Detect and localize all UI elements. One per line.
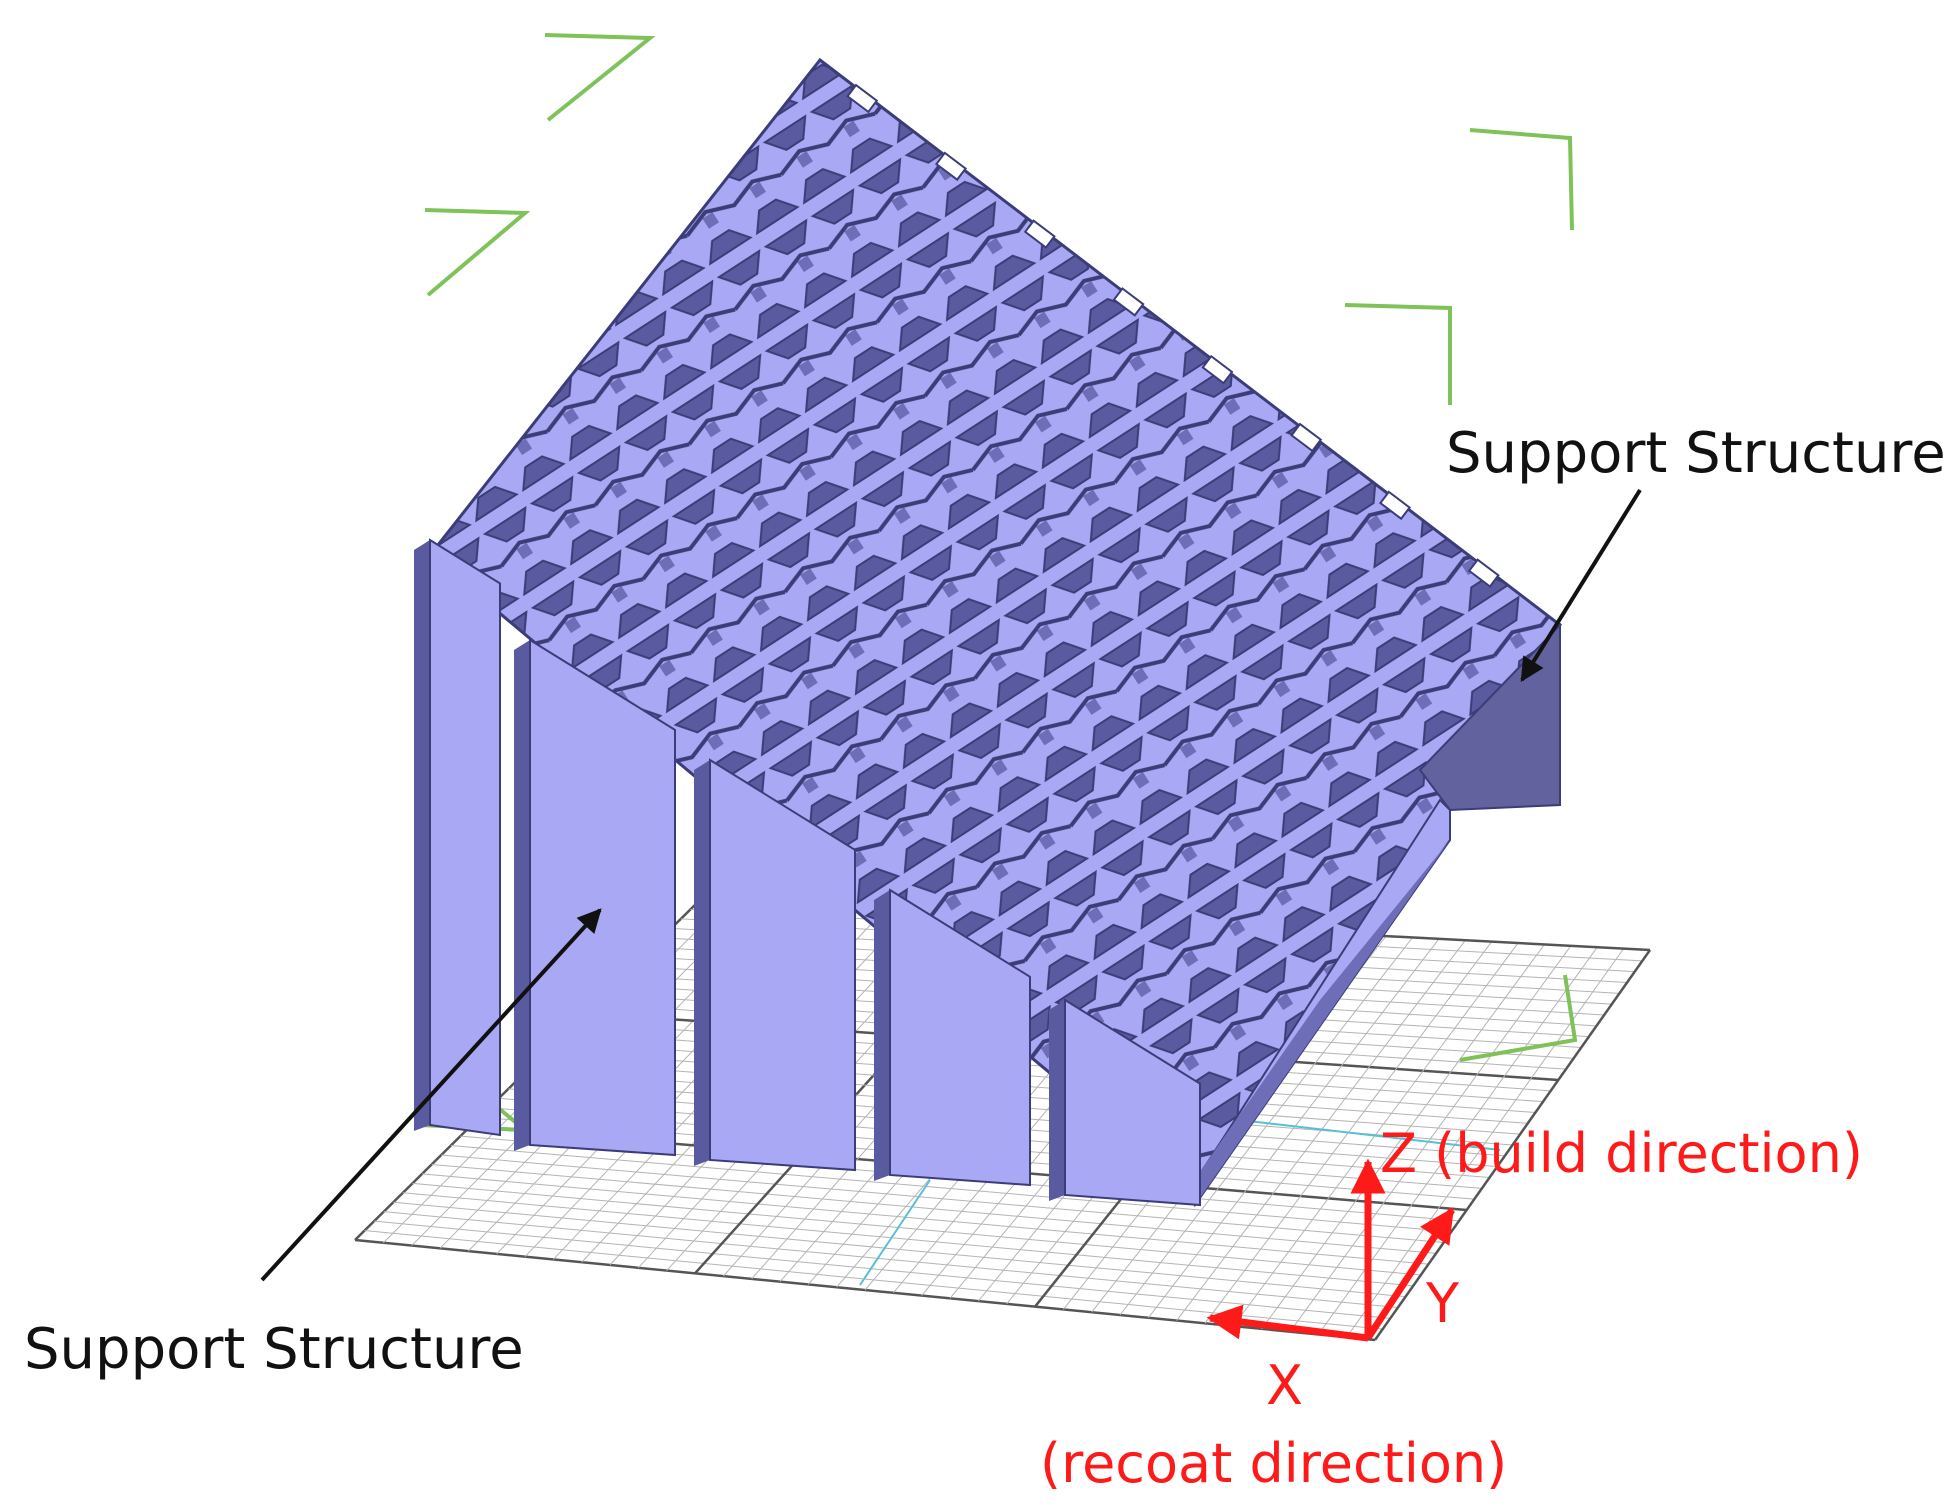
- axis-y-arrow: [1365, 1207, 1455, 1340]
- label-axis-z: Z (build direction): [1380, 1122, 1863, 1185]
- bbox-corner-marker: [1469, 128, 1574, 231]
- edge-notch: [846, 83, 879, 114]
- edge-notch: [1467, 558, 1500, 588]
- edge-notch: [1290, 422, 1323, 453]
- grid-line: [1232, 942, 1519, 1327]
- grid-center-marker: [859, 1179, 931, 1286]
- support-structure-left: [414, 538, 1201, 1207]
- support-column-side: [694, 760, 710, 1166]
- bbox-corner-marker: [544, 33, 656, 122]
- bbox-corner-marker: [424, 208, 531, 297]
- edge-notches: [846, 83, 1500, 588]
- label-support-structure-right: Support Structure: [1446, 421, 1946, 486]
- grid-line: [1373, 949, 1652, 1341]
- support-column: [889, 888, 1031, 1187]
- support-column: [1064, 998, 1201, 1207]
- grid-line: [1289, 945, 1572, 1332]
- label-axis-y: Y: [1425, 1272, 1460, 1335]
- edge-notch: [1201, 354, 1234, 385]
- coordinate-axes: [1206, 1158, 1455, 1342]
- printed-part: [414, 57, 1563, 1208]
- label-axis-x-sub: (recoat direction): [1040, 1432, 1507, 1495]
- bbox-corner-marker: [1459, 974, 1578, 1062]
- arrow-support-right: [1520, 488, 1642, 683]
- support-column-side: [874, 890, 890, 1181]
- support-column: [429, 538, 501, 1137]
- grid-line: [1261, 944, 1545, 1330]
- edge-notch: [1378, 490, 1411, 521]
- grid-line: [1346, 948, 1625, 1338]
- support-column-side: [414, 540, 430, 1131]
- edge-notch: [934, 151, 967, 182]
- support-column-side: [1049, 1000, 1065, 1201]
- support-column: [529, 638, 676, 1157]
- grid-center-marker: [1239, 1119, 1501, 1151]
- arrow-support-left: [260, 908, 602, 1282]
- label-support-structure-left: Support Structure: [24, 1317, 524, 1382]
- part-edge-dark: [1180, 840, 1450, 1205]
- axis-x-arrow: [1206, 1304, 1369, 1342]
- edge-notch: [1112, 287, 1145, 317]
- edge-notch: [1023, 219, 1056, 249]
- support-column: [709, 758, 856, 1172]
- support-column-side: [514, 640, 530, 1151]
- label-axis-x: X: [1266, 1354, 1303, 1417]
- bbox-corner-marker: [1344, 303, 1452, 405]
